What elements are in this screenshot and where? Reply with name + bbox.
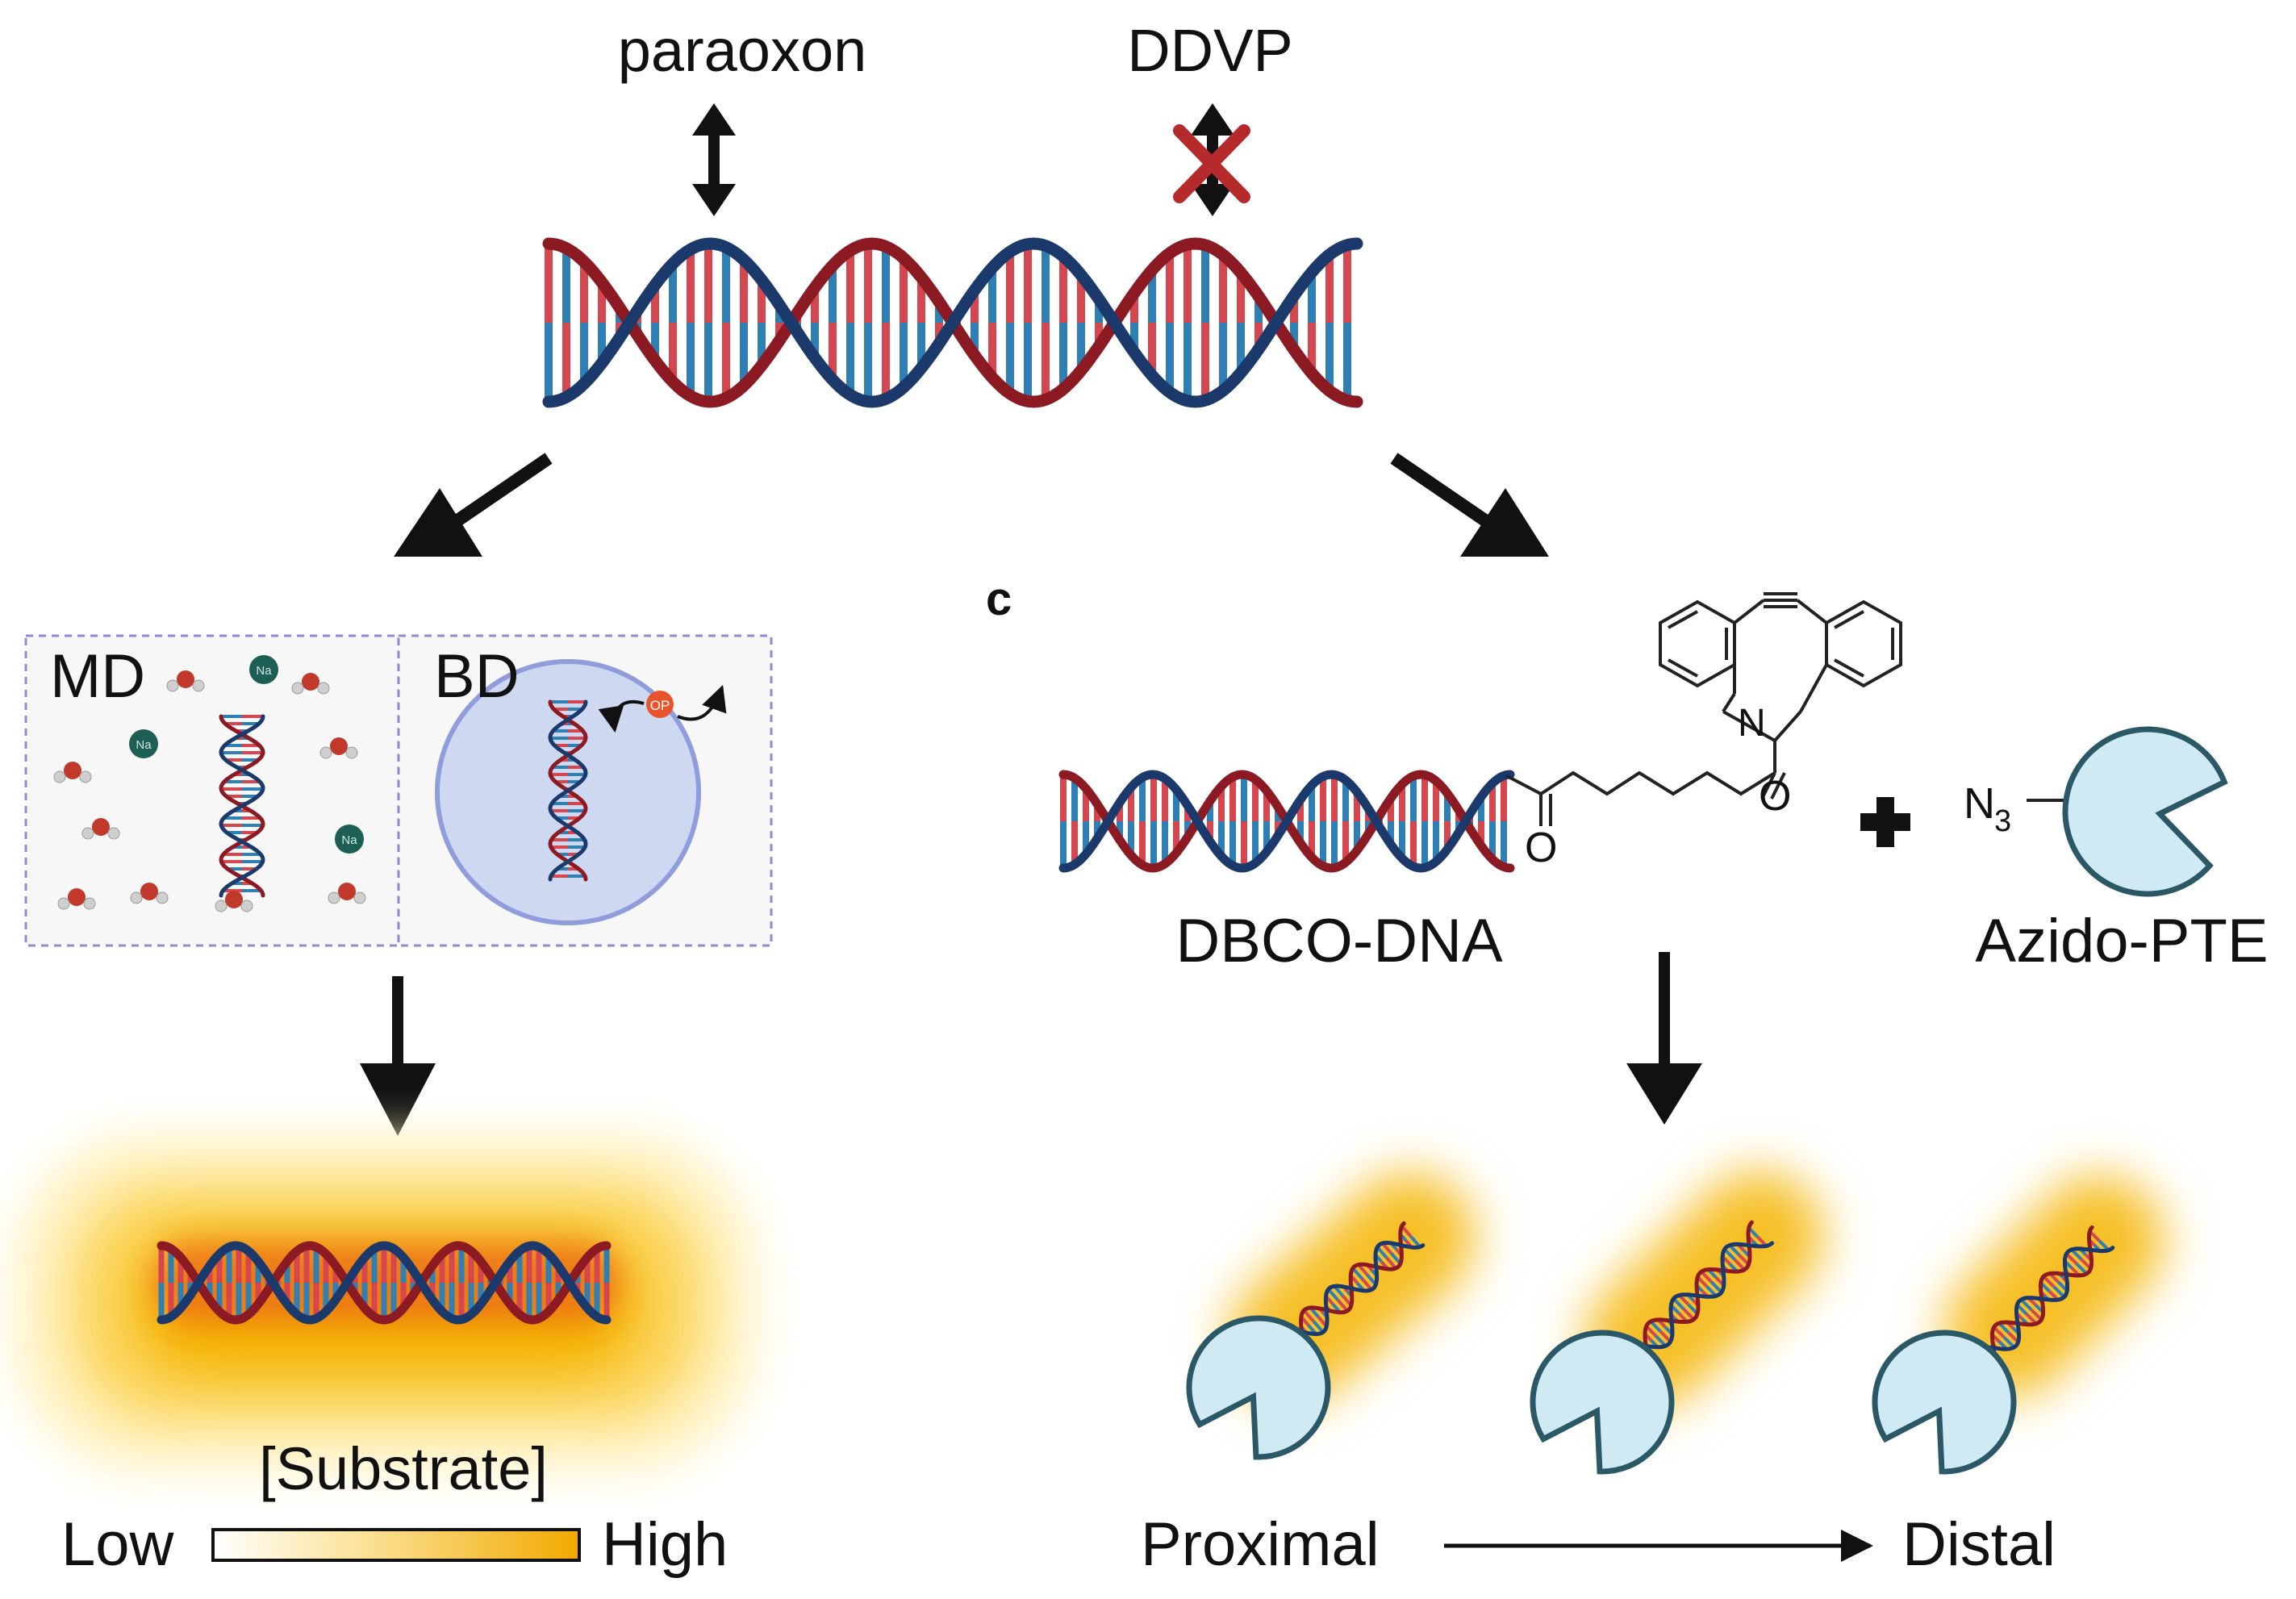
base-pair — [1709, 1280, 1723, 1294]
bd-label: BD — [434, 642, 520, 711]
ddvp-blocked-arrow-icon — [1173, 103, 1250, 216]
cross-icon — [1173, 124, 1250, 203]
pte-enzyme-icon — [1530, 1330, 1675, 1475]
base-pair — [1993, 1326, 2006, 1338]
svg-text:OP: OP — [650, 698, 670, 713]
base-pair — [2065, 1252, 2078, 1265]
azido-group: N 3 — [1964, 779, 2072, 838]
amide-o-label: O — [1759, 773, 1791, 820]
pte-enzyme-icon — [1872, 1330, 2017, 1475]
md-label: MD — [50, 642, 145, 711]
water-molecule — [81, 818, 120, 840]
base-pair — [1723, 1248, 1736, 1261]
dbco-dna-helix — [1058, 770, 1515, 873]
azido-pte-enzyme-icon — [2062, 726, 2228, 897]
base-pair — [2002, 1336, 2016, 1349]
ketone-o-label: O — [1525, 825, 1557, 871]
base-pair — [1376, 1246, 1388, 1259]
svg-text:Na: Na — [341, 833, 357, 847]
sodium-ion: Na — [335, 825, 364, 854]
top-dna-helix — [542, 237, 1363, 408]
op-leave-arrow-icon — [677, 684, 727, 721]
svg-text:3: 3 — [1994, 804, 2011, 838]
paraoxon-double-arrow-icon — [692, 103, 736, 216]
svg-text:N: N — [1964, 779, 1995, 828]
base-pair — [1672, 1297, 1685, 1310]
dna-strand — [1620, 1241, 1775, 1351]
svg-text:Na: Na — [256, 664, 272, 678]
base-pair — [1700, 1270, 1713, 1284]
sodium-ion: Na — [129, 729, 158, 758]
substrate-label: [Substrate] — [259, 1435, 548, 1502]
n-atom-label: N — [1738, 702, 1766, 745]
base-pair — [1361, 1277, 1373, 1291]
dna-strand — [1968, 1246, 2115, 1352]
base-pair — [2030, 1308, 2043, 1321]
conjugate-proximal — [1186, 1172, 1476, 1460]
high-label: High — [602, 1510, 728, 1579]
base-pair — [1733, 1258, 1746, 1271]
arrow-to-right-icon — [1390, 453, 1549, 557]
arrow-to-left-icon — [394, 453, 553, 557]
base-pair — [1401, 1225, 1413, 1238]
op-approach-arrow-icon — [598, 700, 645, 733]
water-molecule — [57, 888, 96, 910]
water-molecule — [215, 891, 253, 912]
base-pair — [1682, 1308, 1695, 1321]
base-pair — [1312, 1320, 1325, 1334]
water-molecule — [53, 762, 92, 783]
op-molecule: OP — [646, 691, 674, 718]
low-label: Low — [61, 1510, 175, 1579]
conjugate-middle — [1530, 1171, 1824, 1475]
dna-strand — [548, 699, 588, 882]
water-molecule — [291, 673, 330, 695]
base-pair — [1336, 1299, 1349, 1313]
panel-c-label: c — [986, 573, 1012, 625]
proximal-label: Proximal — [1141, 1510, 1380, 1579]
water-molecule — [319, 737, 358, 759]
base-pair — [2019, 1298, 2033, 1311]
base-pair — [1649, 1320, 1662, 1333]
base-pair — [1302, 1309, 1315, 1323]
base-pair — [1659, 1330, 1672, 1343]
glowing-dna-helix — [153, 1241, 621, 1325]
substrate-colorbar — [211, 1528, 581, 1562]
sodium-ion: Na — [249, 655, 278, 684]
ddvp-label: DDVP — [1127, 17, 1293, 84]
base-pair — [2052, 1285, 2066, 1298]
dbco-dna-label: DBCO-DNA — [1175, 907, 1503, 975]
plus-icon — [1860, 797, 1910, 847]
pte-enzyme-icon — [1186, 1315, 1331, 1460]
base-pair — [1409, 1235, 1421, 1248]
water-molecule — [166, 670, 205, 692]
base-pair — [1645, 1325, 1658, 1338]
dna-strand — [219, 714, 265, 898]
arrow-down-left-icon — [360, 976, 436, 1136]
base-pair — [1351, 1267, 1364, 1280]
conjugate-distal — [1872, 1175, 2165, 1475]
dna-strand — [1277, 1240, 1426, 1337]
paraoxon-label: paraoxon — [618, 17, 867, 84]
water-molecule — [328, 883, 366, 904]
base-pair — [1385, 1256, 1397, 1270]
arrow-down-right-icon — [1626, 952, 1702, 1125]
base-pair — [1655, 1334, 1667, 1347]
distal-label: Distal — [1902, 1510, 2056, 1579]
base-pair — [2042, 1275, 2056, 1288]
water-molecule — [130, 883, 169, 904]
azido-pte-label: Azido-PTE — [1975, 907, 2268, 975]
dbco-linker-structure — [1506, 592, 1902, 826]
base-pair — [2075, 1262, 2088, 1275]
base-pair — [1327, 1288, 1339, 1301]
bd-panel: BD OP — [397, 634, 773, 947]
svg-text:Na: Na — [136, 738, 152, 752]
